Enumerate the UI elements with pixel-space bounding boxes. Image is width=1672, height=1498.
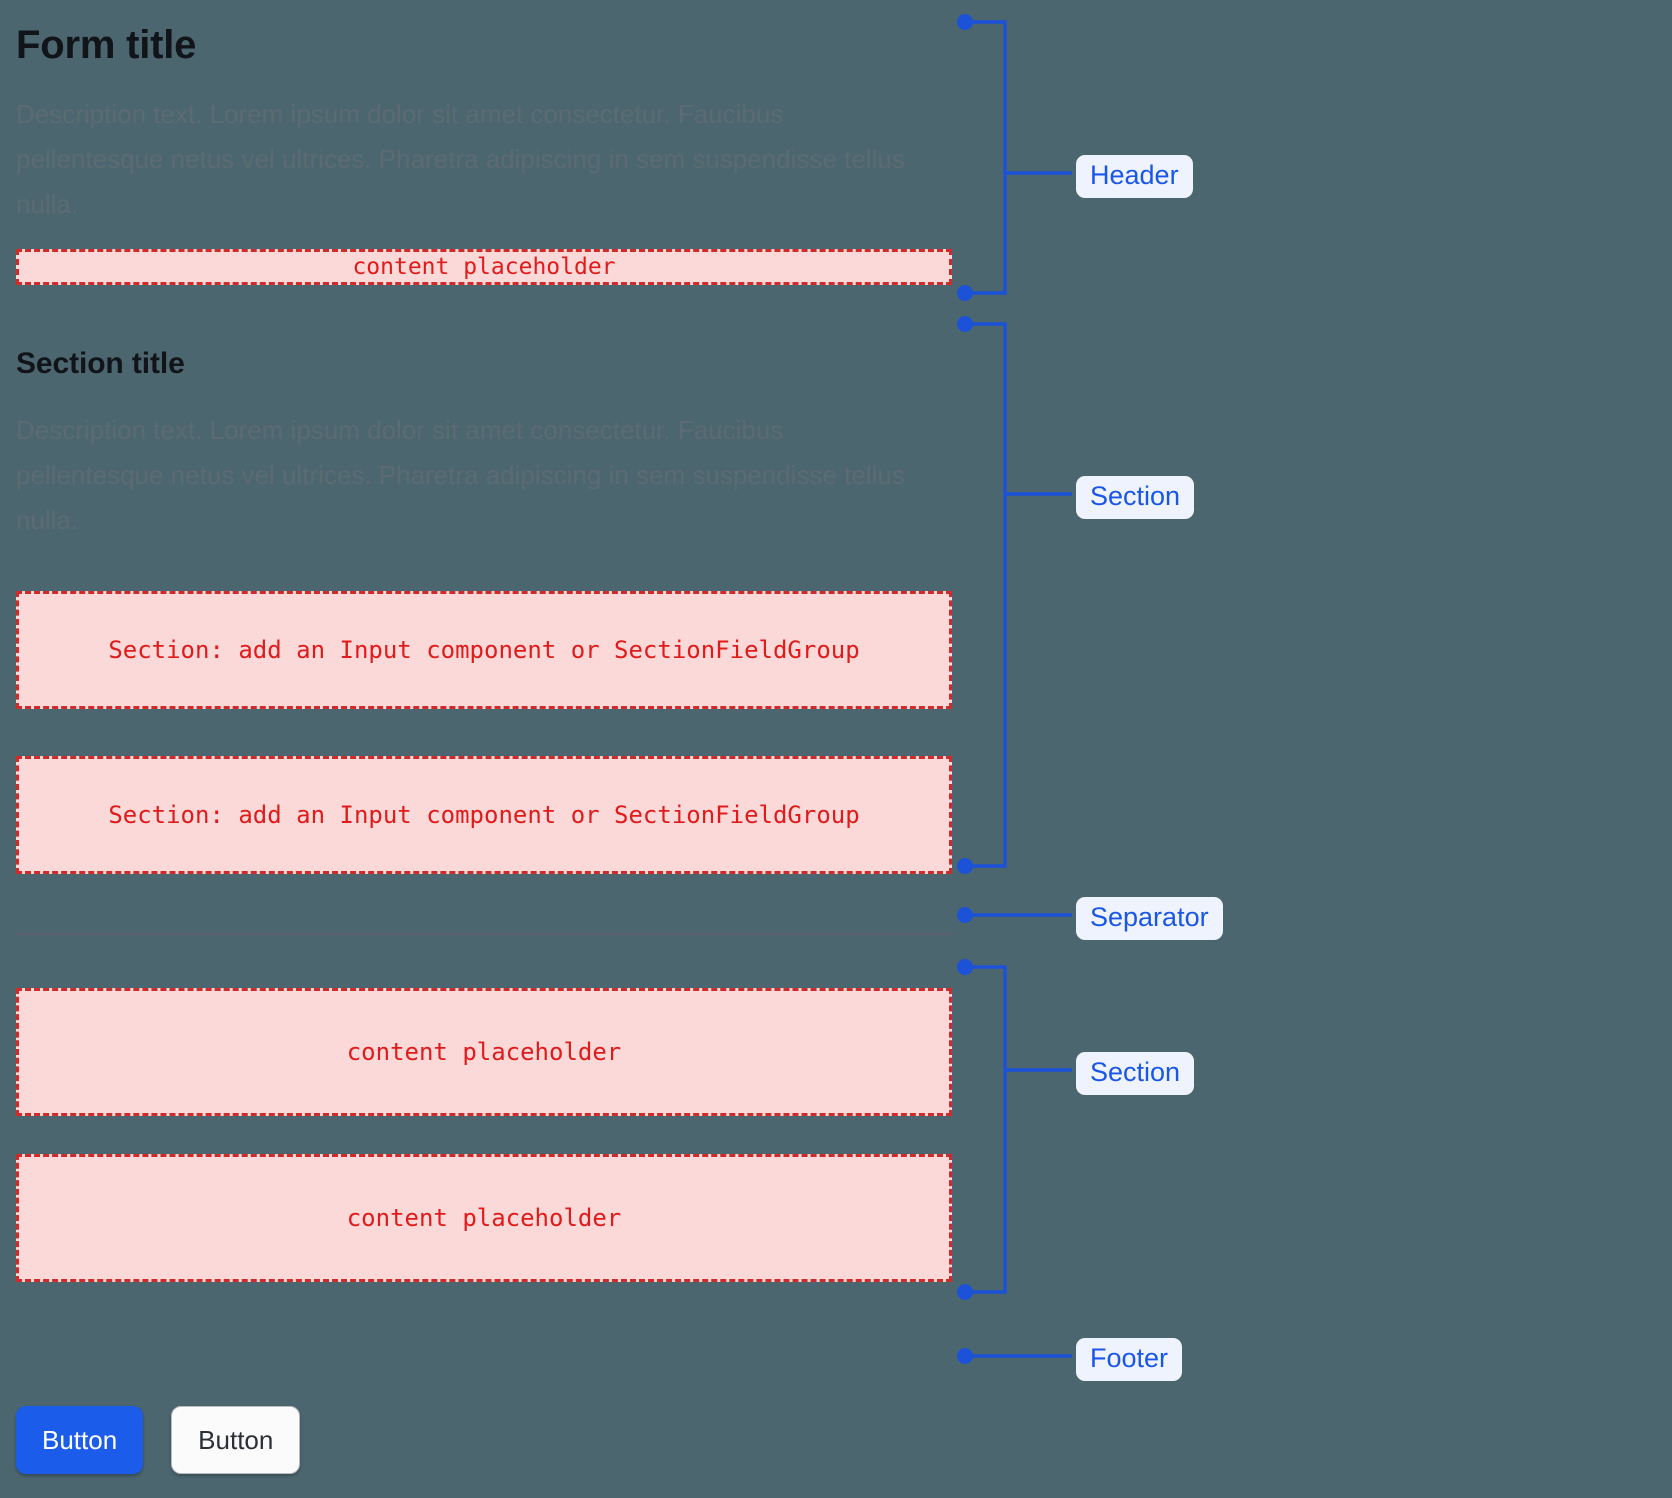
anchor-dot: [957, 858, 973, 874]
annotation-label-separator[interactable]: Separator: [1076, 897, 1223, 941]
annotation-label-footer[interactable]: Footer: [1076, 1338, 1183, 1382]
form-column: Form title Description text. Lorem ipsum…: [16, 0, 952, 1282]
section-title: Section title: [16, 347, 185, 380]
secondary-button[interactable]: Button: [171, 1406, 301, 1474]
section-one-description: Description text. Lorem ipsum dolor sit …: [16, 414, 905, 535]
primary-button[interactable]: Button: [16, 1406, 144, 1474]
anchor-dot: [957, 959, 973, 975]
header-description: Description text. Lorem ipsum dolor sit …: [16, 99, 905, 219]
page-title: Form title: [16, 23, 197, 67]
section-two: content placeholder content placeholder: [16, 987, 952, 1282]
section-one: Section title Description text. Lorem ip…: [16, 347, 952, 874]
anchor-dot: [957, 14, 973, 30]
anchor-dot: [957, 285, 973, 301]
anchor-dot: [957, 1348, 973, 1364]
form-footer: Button Button: [16, 1406, 301, 1474]
form-header: Form title Description text. Lorem ipsum…: [16, 0, 952, 285]
section-field-placeholder: Section: add an Input component or Secti…: [16, 590, 952, 709]
header-content-placeholder: content placeholder: [16, 249, 952, 285]
section-two-content-placeholder: content placeholder: [16, 1153, 952, 1282]
annotation-label-header[interactable]: Header: [1076, 155, 1193, 199]
anchor-dot: [957, 1284, 973, 1300]
section-field-placeholder: Section: add an Input component or Secti…: [16, 755, 952, 874]
section-two-content-placeholder: content placeholder: [16, 987, 952, 1116]
anchor-dot: [957, 907, 973, 923]
separator: [16, 932, 952, 935]
anchor-dot: [957, 316, 973, 332]
annotation-label-section-two[interactable]: Section: [1076, 1052, 1195, 1096]
annotation-label-section-one[interactable]: Section: [1076, 476, 1195, 520]
